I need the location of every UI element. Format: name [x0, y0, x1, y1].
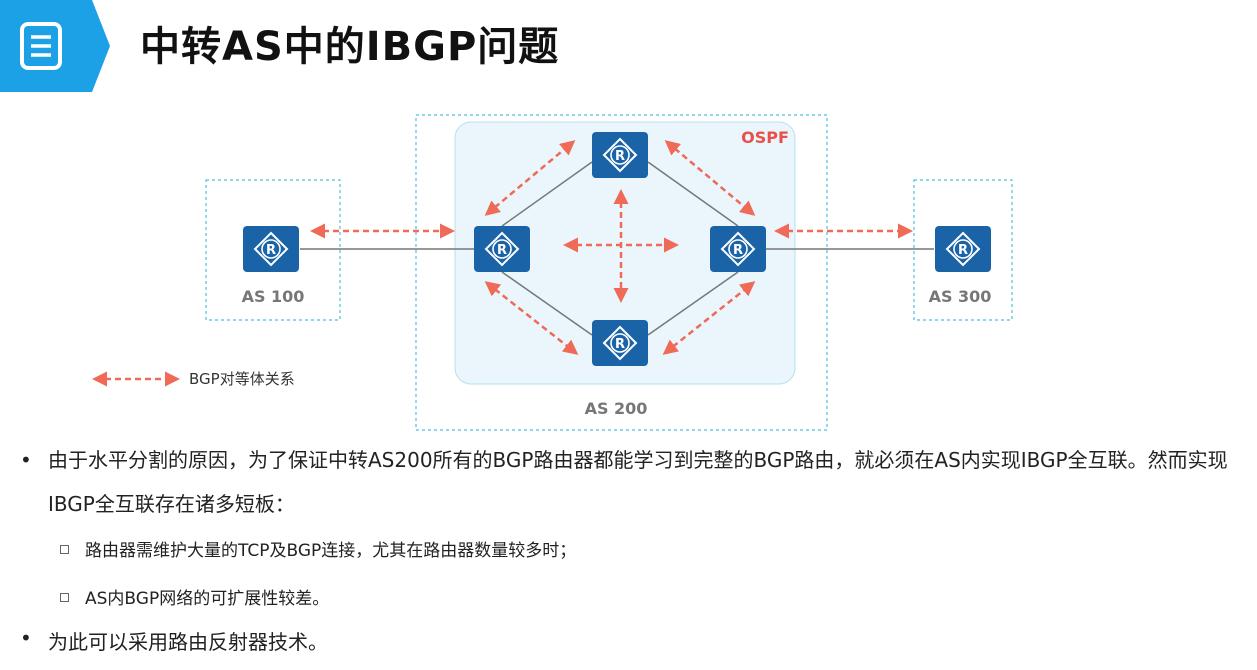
sub-bullet-square-icon — [60, 544, 69, 554]
sub-bullet-2-text: AS内BGP网络的可扩展性较差。 — [85, 589, 330, 609]
bullet-dot: • — [20, 626, 32, 650]
router-icon-as200-top[interactable] — [591, 131, 649, 179]
sub-bullet-square-icon — [60, 592, 69, 602]
router-icon-as200-left[interactable] — [473, 225, 531, 273]
bullet-dot: • — [20, 448, 32, 472]
sub-bullet-2: AS内BGP网络的可扩展性较差。 — [60, 584, 329, 609]
router-icon-as200-bottom[interactable] — [591, 319, 649, 367]
bgp-peer-arrows — [92, 140, 913, 387]
as300-zone — [913, 179, 1013, 321]
as200-label: AS 200 — [585, 399, 648, 418]
router-icon-as100[interactable] — [242, 225, 300, 273]
as100-label: AS 100 — [242, 287, 305, 306]
bullet-last: • 为此可以采用路由反射器技术。 — [20, 626, 328, 655]
router-icon-as300[interactable] — [934, 225, 992, 273]
sub-bullet-1-text: 路由器需维护大量的TCP及BGP连接，尤其在路由器数量较多时； — [85, 541, 577, 561]
header-badge — [0, 0, 110, 92]
page-title: 中转AS中的IBGP问题 — [140, 24, 560, 70]
document-list-icon — [20, 22, 62, 70]
as300-label: AS 300 — [929, 287, 992, 306]
as100-zone — [205, 179, 341, 321]
ospf-label: OSPF — [741, 128, 789, 147]
legend-label: BGP对等体关系 — [189, 370, 295, 388]
as200-zone — [415, 114, 828, 431]
sub-bullet-1: 路由器需维护大量的TCP及BGP连接，尤其在路由器数量较多时； — [60, 536, 576, 561]
bullet-main: • 由于水平分割的原因，为了保证中转AS200所有的BGP路由器都能学习到完整的… — [20, 438, 1240, 526]
ibgp-topology-diagram: R AS 100 AS 200 AS 300 OSPF BGP对等体关系 — [92, 114, 1013, 431]
bullet-main-text: 由于水平分割的原因，为了保证中转AS200所有的BGP路由器都能学习到完整的BG… — [48, 448, 1228, 516]
router-icon-as200-right[interactable] — [709, 225, 767, 273]
bullet-last-text: 为此可以采用路由反射器技术。 — [48, 630, 328, 654]
